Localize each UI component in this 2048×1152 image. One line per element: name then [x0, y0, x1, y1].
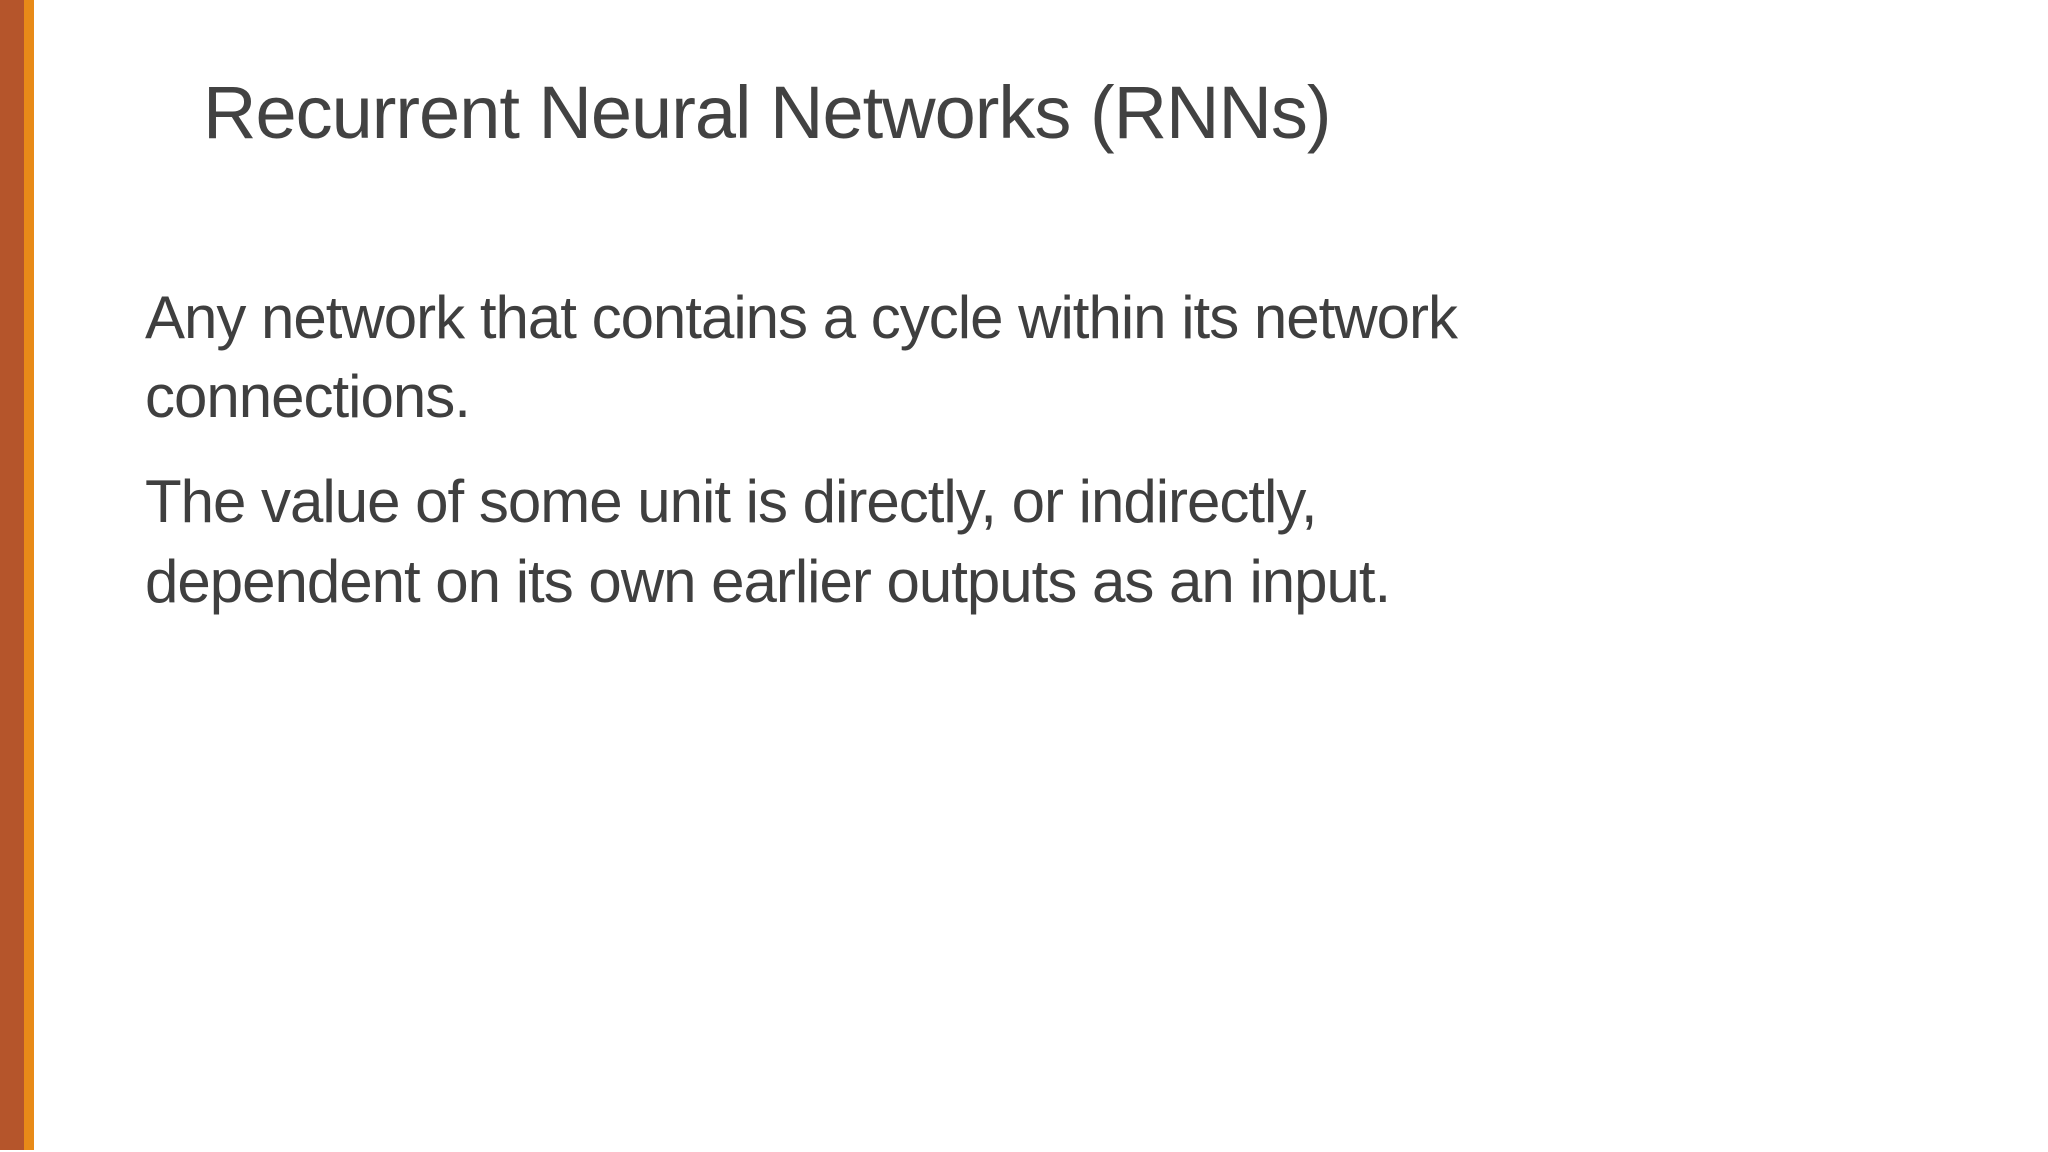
body-paragraph-1: Any network that contains a cycle within… — [145, 284, 1458, 431]
left-accent-bar-light — [24, 0, 34, 1150]
body-paragraph-2: The value of some unit is directly, or i… — [145, 468, 1391, 615]
left-accent-bar-dark — [0, 0, 24, 1150]
slide-body: Any network that contains a cycle within… — [145, 278, 1705, 647]
slide-title: Recurrent Neural Networks (RNNs) — [203, 71, 1332, 154]
